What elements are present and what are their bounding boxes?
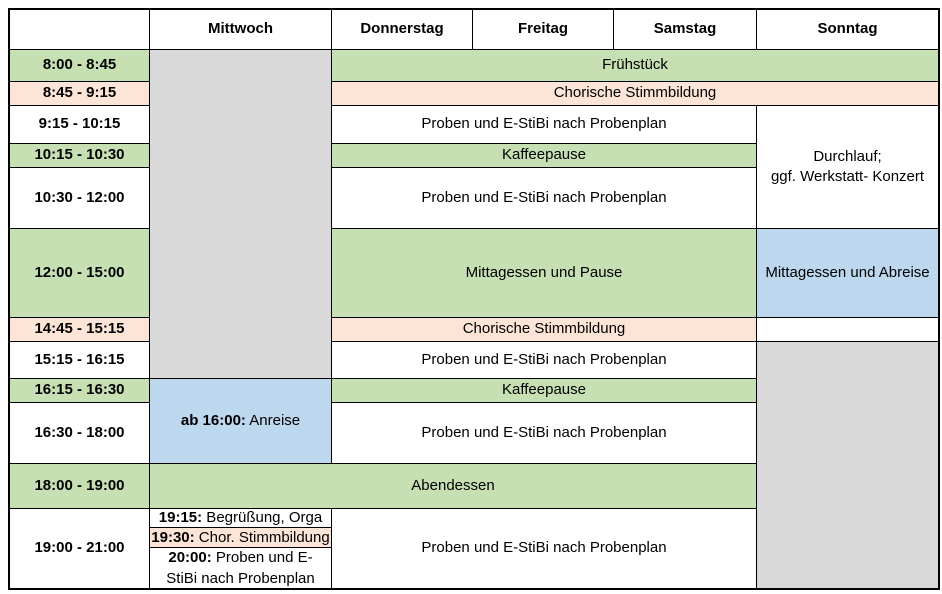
event-kaffeepause-2: Kaffeepause <box>332 379 757 403</box>
header-day-sonntag: Sonntag <box>757 10 938 50</box>
chor-stimmbildung-time-label: 19:30: <box>151 528 195 546</box>
mittwoch-evening-block: 19:15: Begrüßung, Orga 19:30: Chor. Stim… <box>150 509 332 588</box>
event-durchlauf-werkstattkonzert: Durchlauf; ggf. Werkstatt- Konzert <box>757 106 938 229</box>
event-begruessung-orga: 19:15: Begrüßung, Orga <box>150 509 331 529</box>
time-slot-cell: 16:15 - 16:30 <box>10 379 150 403</box>
header-day-samstag: Samstag <box>614 10 757 50</box>
event-proben-1: Proben und E-StiBi nach Probenplan <box>332 106 757 144</box>
proben-evening-text: 20:00: Proben und E-StiBi nach Probenpla… <box>156 548 325 588</box>
time-slot-cell: 16:30 - 18:00 <box>10 403 150 464</box>
anreise-time-label: ab 16:00: <box>180 411 246 429</box>
begruessung-time-label: 19:15: <box>158 509 203 526</box>
time-slot-cell: 8:00 - 8:45 <box>10 50 150 82</box>
event-abendessen: Abendessen <box>150 464 757 509</box>
time-slot-cell: 8:45 - 9:15 <box>10 82 150 106</box>
mittwoch-empty-block <box>150 50 332 379</box>
event-chor-stimmbildung-evening: 19:30: Chor. Stimmbildung <box>150 528 331 549</box>
header-day-mittwoch: Mittwoch <box>150 10 332 50</box>
time-slot-cell: 15:15 - 16:15 <box>10 342 150 379</box>
event-proben-4: Proben und E-StiBi nach Probenplan <box>332 403 757 464</box>
event-proben-2: Proben und E-StiBi nach Probenplan <box>332 168 757 229</box>
header-day-freitag: Freitag <box>473 10 614 50</box>
sonntag-empty-block <box>757 342 938 588</box>
event-proben-3: Proben und E-StiBi nach Probenplan <box>332 342 757 379</box>
time-slot-cell: 12:00 - 15:00 <box>10 229 150 318</box>
weekly-schedule-table: Mittwoch Donnerstag Freitag Samstag Sonn… <box>8 8 940 590</box>
anreise-label: Anreise <box>245 411 301 429</box>
event-proben-evening-mittwoch: 20:00: Proben und E-StiBi nach Probenpla… <box>150 548 331 588</box>
event-proben-5: Proben und E-StiBi nach Probenplan <box>332 509 757 588</box>
header-day-donnerstag: Donnerstag <box>332 10 473 50</box>
proben-evening-time-label: 20:00: <box>168 549 212 567</box>
time-slot-cell: 19:00 - 21:00 <box>10 509 150 588</box>
proben-evening-label: Proben und E-StiBi nach Probenplan <box>166 549 315 587</box>
time-slot-cell: 18:00 - 19:00 <box>10 464 150 509</box>
chor-stimmbildung-label: Chor. Stimmbildung <box>194 528 330 546</box>
time-slot-cell: 10:15 - 10:30 <box>10 144 150 168</box>
event-kaffeepause-1: Kaffeepause <box>332 144 757 168</box>
sonntag-empty-cell <box>757 318 938 342</box>
event-chorische-stimmbildung-morning: Chorische Stimmbildung <box>332 82 938 106</box>
event-chorische-stimmbildung-afternoon: Chorische Stimmbildung <box>332 318 757 342</box>
header-empty-cell <box>10 10 150 50</box>
time-slot-cell: 14:45 - 15:15 <box>10 318 150 342</box>
time-slot-cell: 9:15 - 10:15 <box>10 106 150 144</box>
event-fruehstueck: Frühstück <box>332 50 938 82</box>
time-slot-cell: 10:30 - 12:00 <box>10 168 150 229</box>
event-mittagessen-abreise: Mittagessen und Abreise <box>757 229 938 318</box>
event-anreise: ab 16:00: Anreise <box>150 379 332 464</box>
event-mittagessen-pause: Mittagessen und Pause <box>332 229 757 318</box>
begruessung-label: Begrüßung, Orga <box>202 509 323 526</box>
